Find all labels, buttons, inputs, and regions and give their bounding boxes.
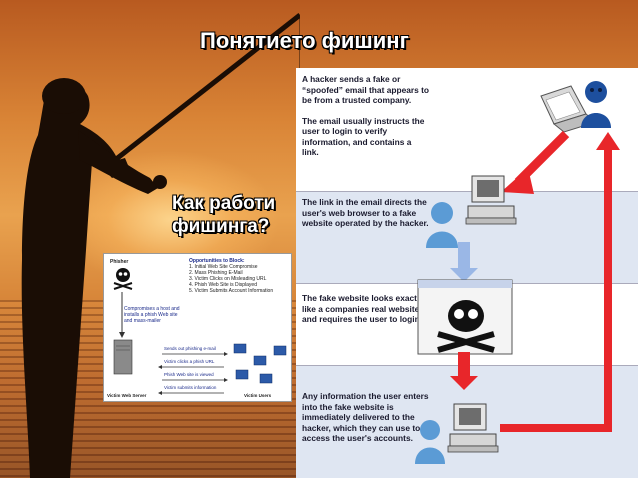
step-3-text: The fake website looks exactly like a co…: [302, 293, 424, 324]
divider: [296, 191, 638, 192]
blue-arrow-icon: [450, 242, 478, 282]
opportunity-item: 2. Mass Phishing E-Mail: [189, 270, 243, 276]
red-arrow-icon: [450, 352, 478, 390]
computer-icon: [465, 175, 517, 225]
slide-title: Понятието фишинг: [200, 28, 409, 53]
opportunity-item: 1. Initial Web Site Compromise: [189, 264, 258, 270]
user-icon: [415, 420, 445, 464]
red-return-arrow-icon: [500, 132, 620, 432]
server-label: Victim Web Server: [107, 393, 147, 398]
flow-step-label: Phish Web site is viewed: [164, 372, 214, 377]
phishing-steps-panel: A hacker sends a fake or “spoofed” email…: [296, 68, 638, 478]
compromise-note: Compromises a host and installs a phish …: [124, 306, 180, 324]
user-icon: [426, 202, 458, 248]
opportunity-item: 4. Phish Web Site is Displayed: [189, 282, 257, 288]
opportunities-list: Opportunities to Block: 1. Initial Web S…: [189, 258, 289, 294]
red-arrow-icon: [501, 130, 570, 194]
step-band: [296, 68, 638, 191]
flow-arrows: [113, 292, 287, 395]
step-1-para-1: A hacker sends a fake or “spoofed” email…: [302, 74, 430, 105]
server-icon: [113, 339, 133, 375]
step-1-para-2: The email usually instructs the user to …: [302, 115, 425, 158]
opportunity-item: 3. Victim Clicks on Misleading URL: [189, 276, 267, 282]
opportunities-heading: Opportunities to Block:: [189, 258, 245, 264]
users-label: Victim Users: [244, 393, 272, 398]
computer-icon: [447, 403, 499, 453]
skull-icon: [113, 268, 133, 290]
flow-step-label: Victim submits information: [164, 385, 217, 390]
fake-website-window-icon: [417, 279, 513, 355]
phisher-label: Phisher: [110, 259, 129, 265]
slide-subtitle: Как работи фишинга?: [172, 193, 276, 237]
phishing-flow-diagram: Phisher Opportunities to Block: 1. Initi…: [103, 253, 292, 402]
panel-graphics: [415, 81, 620, 464]
opportunity-item: 5. Victim Submits Account Information: [189, 288, 274, 294]
step-2-text: The link in the email directs the user's…: [302, 197, 429, 228]
flow-step-label: Victim clicks a phish URL: [164, 359, 215, 364]
fisherman-silhouette: [21, 13, 300, 478]
laptop-icon: [540, 85, 598, 133]
step-4-text: Any information the user enters into the…: [302, 391, 429, 443]
step-1-text: A hacker sends a fake or “spoofed” email…: [302, 74, 430, 168]
flow-step-label: Sends out phishing e-mail: [164, 346, 216, 351]
hacker-icon: [581, 81, 611, 128]
